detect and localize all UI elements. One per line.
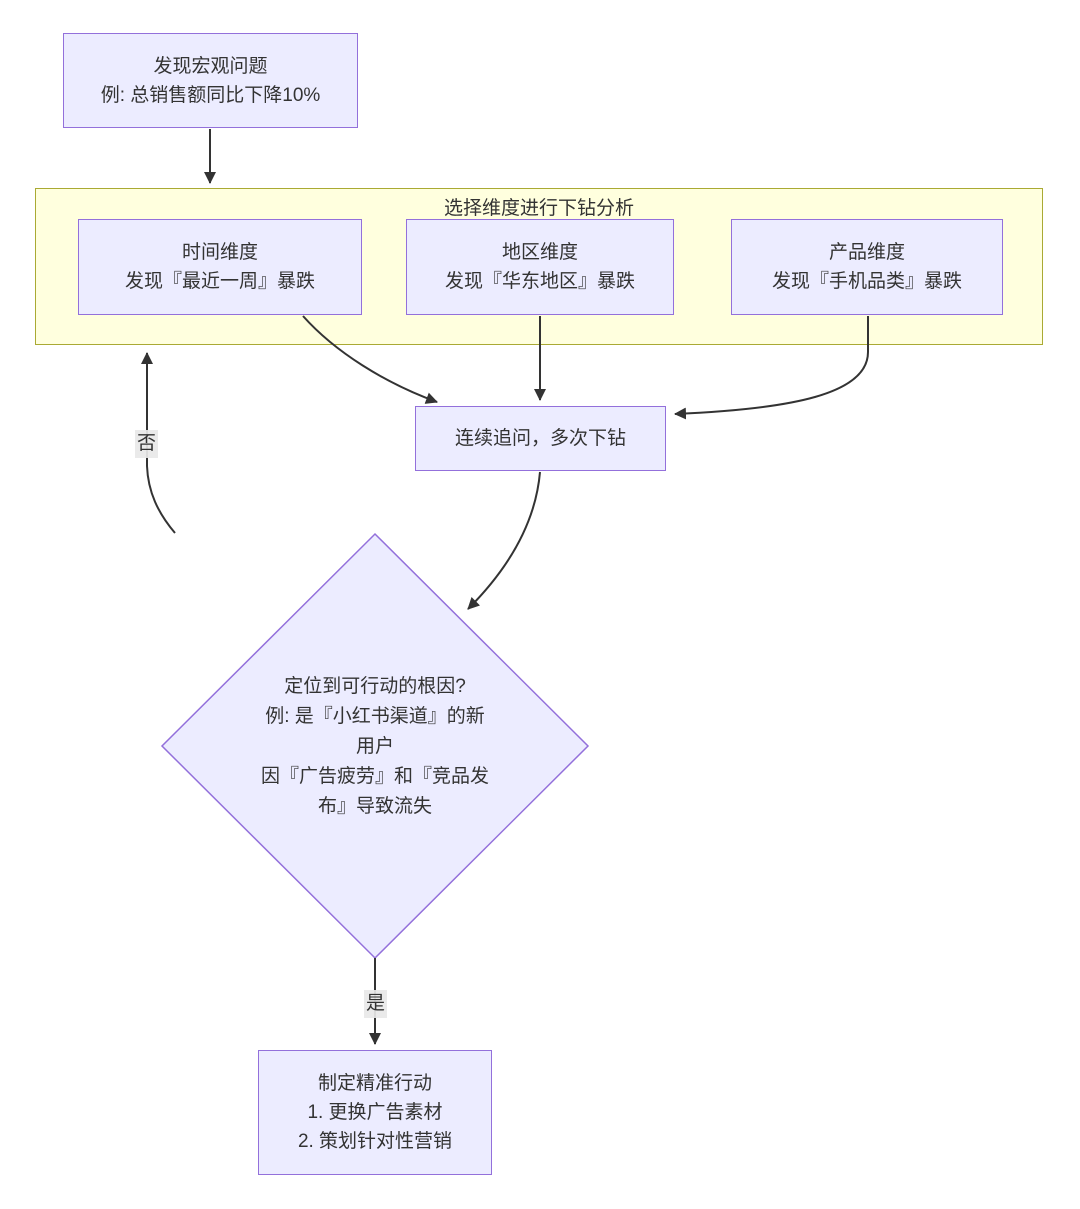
node-time-dimension: 时间维度 发现『最近一周』暴跌 bbox=[78, 219, 362, 315]
node-macro-problem: 发现宏观问题 例: 总销售额同比下降10% bbox=[63, 33, 358, 128]
node-action-plan-line1: 制定精准行动 bbox=[317, 1073, 432, 1094]
node-decision-line5: 布』导致流失 bbox=[317, 796, 432, 817]
node-region-dimension: 地区维度 发现『华东地区』暴跌 bbox=[406, 219, 674, 315]
node-decision-line3: 用户 bbox=[355, 736, 394, 757]
node-macro-problem-line1: 发现宏观问题 bbox=[153, 55, 268, 77]
node-action-plan: 制定精准行动 1. 更换广告素材 2. 策划针对性营销 bbox=[258, 1050, 492, 1175]
node-time-dimension-line1: 时间维度 bbox=[181, 242, 258, 263]
edge-drilldown-to-decision bbox=[467, 471, 541, 610]
node-action-plan-line2: 1. 更换广告素材 bbox=[307, 1102, 443, 1123]
node-time-dimension-line2: 发现『最近一周』暴跌 bbox=[124, 271, 315, 292]
node-decision-line1: 定位到可行动的根因? bbox=[284, 676, 466, 697]
node-product-dimension: 产品维度 发现『手机品类』暴跌 bbox=[731, 219, 1003, 315]
node-decision-text: 定位到可行动的根因? 例: 是『小红书渠道』的新 用户 因『广告疲劳』和『竞品发… bbox=[205, 672, 545, 822]
node-macro-problem-line2: 例: 总销售额同比下降10% bbox=[100, 84, 321, 106]
node-product-dimension-line1: 产品维度 bbox=[828, 242, 905, 263]
node-action-plan-line3: 2. 策划针对性营销 bbox=[297, 1131, 453, 1152]
edge-label-yes: 是 bbox=[364, 990, 388, 1018]
node-region-dimension-line1: 地区维度 bbox=[501, 242, 578, 263]
edge-label-no: 否 bbox=[135, 430, 159, 458]
node-decision-line4: 因『广告疲劳』和『竞品发 bbox=[260, 766, 489, 787]
node-decision-line2: 例: 是『小红书渠道』的新 bbox=[265, 706, 485, 727]
node-region-dimension-line2: 发现『华东地区』暴跌 bbox=[444, 271, 635, 292]
subgraph-title: 选择维度进行下钻分析 bbox=[443, 198, 634, 219]
node-drilldown: 连续追问，多次下钻 bbox=[415, 406, 666, 471]
node-product-dimension-line2: 发现『手机品类』暴跌 bbox=[771, 271, 962, 292]
node-drilldown-line1: 连续追问，多次下钻 bbox=[454, 428, 626, 449]
